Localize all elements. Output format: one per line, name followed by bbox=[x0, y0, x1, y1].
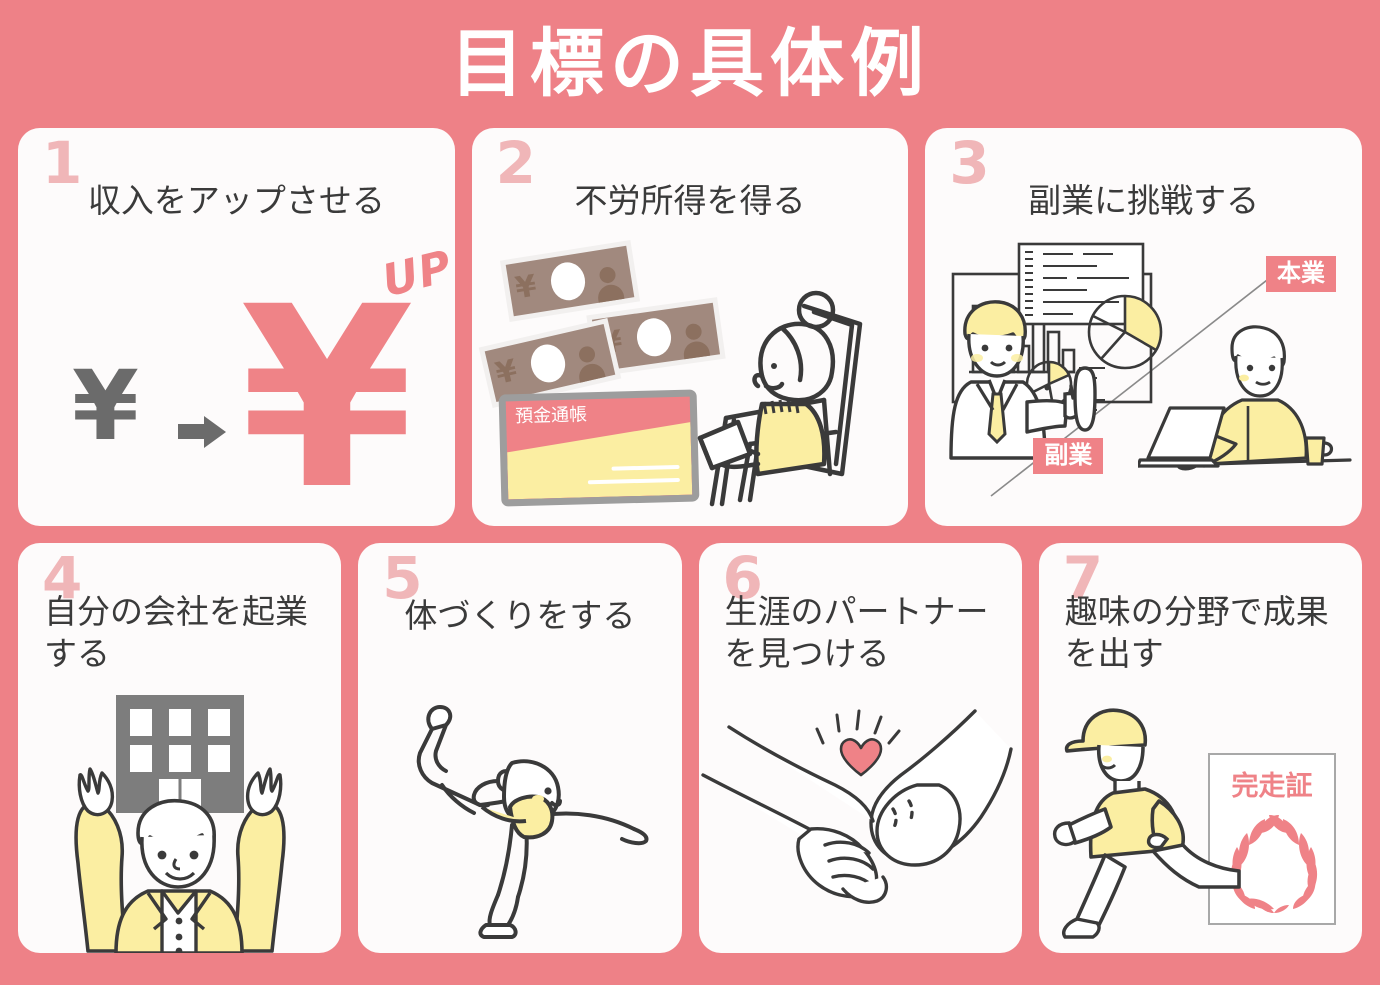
card-title-4: 自分の会社を起業する bbox=[44, 593, 308, 672]
startup-company-illustration bbox=[18, 543, 341, 953]
certificate-title: 完走証 bbox=[1231, 771, 1313, 801]
banknote-yen-symbol: ¥ bbox=[492, 353, 521, 392]
businessman-presenting-illustration bbox=[949, 300, 1098, 460]
card-title-1: 収入をアップさせる bbox=[87, 182, 385, 219]
holding-hands-illustration bbox=[699, 543, 1022, 953]
charts-board-illustration bbox=[952, 242, 1163, 411]
card-number-7: 7 bbox=[1062, 544, 1104, 612]
card-title-3: 副業に挑戦する bbox=[1028, 182, 1260, 219]
card-number-2: 2 bbox=[495, 129, 537, 197]
yen-increase-illustration: ¥ ¥ UP! bbox=[18, 128, 455, 526]
card-title-6: 生涯のパートナーを見つける bbox=[724, 593, 989, 672]
yoga-pose-woman-illustration bbox=[417, 705, 649, 939]
card-title-7: 趣味の分野で成果を出す bbox=[1064, 593, 1329, 672]
card-number-6: 6 bbox=[722, 544, 763, 612]
yoga-fitness-illustration bbox=[358, 543, 681, 953]
goal-card-7[interactable]: 7 趣味の分野で成果を出す 完走証 bbox=[1038, 543, 1362, 953]
page-title-bar: 目標の具体例 bbox=[18, 0, 1362, 128]
page-title: 目標の具体例 bbox=[450, 22, 930, 105]
goal-card-4[interactable]: 4 自分の会社を起業する bbox=[18, 543, 342, 953]
card-number-4: 4 bbox=[42, 544, 83, 612]
celebrating-businessman-illustration bbox=[73, 767, 286, 953]
goal-card-3[interactable]: 3 副業に挑戦する bbox=[925, 128, 1363, 526]
runner-certificate-illustration: 完走証 bbox=[1039, 543, 1362, 953]
up-label: UP! bbox=[377, 235, 455, 308]
card-number-1: 1 bbox=[42, 129, 83, 197]
goal-card-6[interactable]: 6 生涯のパートナーを見つける bbox=[698, 543, 1022, 953]
card-row-bottom: 4 自分の会社を起業する bbox=[18, 543, 1362, 953]
goal-card-2[interactable]: 2 不労所得を得る ¥ ¥ bbox=[471, 128, 909, 526]
banknote-yen-symbol: ¥ bbox=[512, 268, 539, 307]
card-title-5: 体づくりをする bbox=[404, 597, 636, 634]
card-number-3: 3 bbox=[949, 129, 990, 197]
card-number-5: 5 bbox=[382, 544, 423, 612]
goal-card-5[interactable]: 5 体づくりをする bbox=[358, 543, 682, 953]
bankbook-label: 預金通帳 bbox=[514, 404, 588, 427]
side-job-illustration: 本業 副業 bbox=[925, 128, 1362, 526]
person-at-laptop-illustration bbox=[1138, 325, 1352, 471]
banknote-icon: ¥ bbox=[499, 240, 640, 322]
passive-income-illustration: ¥ ¥ ¥ bbox=[472, 128, 909, 526]
yen-small-symbol: ¥ bbox=[72, 350, 139, 462]
two-hands-clasped-illustration bbox=[700, 709, 1013, 904]
goal-card-1[interactable]: 1 収入をアップさせる ¥ ¥ UP! bbox=[18, 128, 455, 526]
relaxing-woman-illustration bbox=[698, 290, 863, 507]
side-job-tag: 副業 bbox=[1033, 437, 1104, 474]
running-person-illustration bbox=[1052, 708, 1241, 939]
card-row-top: 1 収入をアップさせる ¥ ¥ UP! 2 不労所得を得る ¥ bbox=[18, 128, 1363, 526]
yen-large-symbol: ¥ bbox=[240, 253, 414, 526]
main-job-tag: 本業 bbox=[1266, 256, 1337, 293]
card-title-2: 不労所得を得る bbox=[574, 182, 806, 219]
